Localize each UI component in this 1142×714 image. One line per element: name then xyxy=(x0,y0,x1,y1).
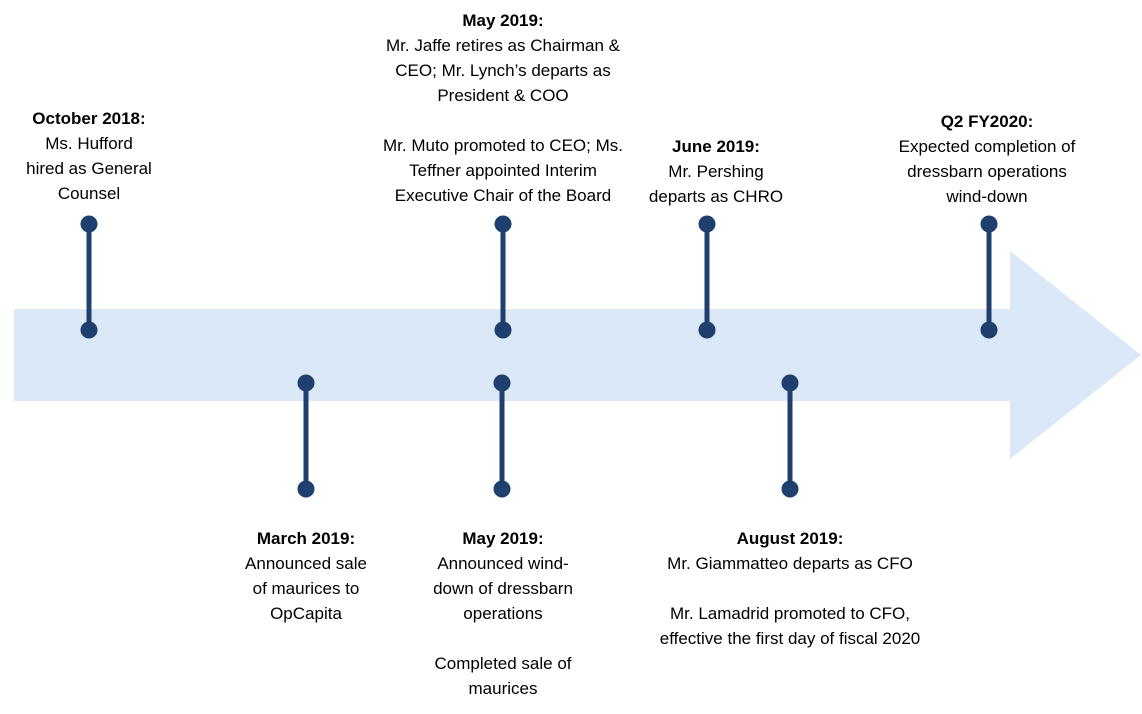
event-text-line: effective the first day of fiscal 2020 xyxy=(659,629,921,648)
event-text-line: Completed sale of xyxy=(434,654,572,673)
timeline-arrow xyxy=(14,251,1141,459)
event-text-line: maurices xyxy=(468,679,538,698)
event-text-line: Counsel xyxy=(57,184,121,203)
marker-q2fy2020 xyxy=(980,215,998,339)
event-text-line: departs as CHRO xyxy=(648,187,784,206)
marker-jun2019 xyxy=(698,215,716,339)
event-date: March 2019: xyxy=(256,529,356,548)
event-text-line: Executive Chair of the Board xyxy=(394,186,612,205)
marker-may2019-bottom xyxy=(493,374,511,498)
event-text-line: Announced wind- xyxy=(437,554,569,573)
event-jun2019: June 2019: Mr. Pershing departs as CHRO xyxy=(628,134,804,209)
event-text-line: CEO; Mr. Lynch’s departs as xyxy=(395,61,611,80)
marker-may2019-top xyxy=(494,215,512,339)
event-date: June 2019: xyxy=(672,137,760,156)
marker-mar2019 xyxy=(297,374,315,498)
event-text-line: dressbarn operations xyxy=(907,162,1067,181)
event-oct2018: October 2018: Ms. Hufford hired as Gener… xyxy=(9,106,169,206)
event-date: August 2019: xyxy=(736,529,844,548)
event-text-line: down of dressbarn xyxy=(433,579,573,598)
marker-oct2018 xyxy=(80,215,98,339)
event-mar2019: March 2019: Announced sale of maurices t… xyxy=(226,526,386,626)
event-aug2019: August 2019: Mr. Giammatteo departs as C… xyxy=(626,526,954,651)
event-text-line: President & COO xyxy=(437,86,569,105)
event-may2019-top: May 2019: Mr. Jaffe retires as Chairman … xyxy=(343,8,663,208)
event-text-line: Announced sale xyxy=(245,554,367,573)
event-text-line: hired as General xyxy=(26,159,152,178)
event-text-line: Expected completion of xyxy=(898,137,1076,156)
event-text-line: Mr. Jaffe retires as Chairman & xyxy=(386,36,620,55)
event-text-line: Mr. Muto promoted to CEO; Ms. xyxy=(383,136,623,155)
event-date: October 2018: xyxy=(32,109,146,128)
event-text-line: Mr. Lamadrid promoted to CFO, xyxy=(670,604,910,623)
event-text-line: of maurices to xyxy=(252,579,360,598)
event-date: Q2 FY2020: xyxy=(940,112,1034,131)
event-date: May 2019: xyxy=(462,11,544,30)
event-q2fy2020: Q2 FY2020: Expected completion of dressb… xyxy=(874,109,1100,209)
event-text-line: Mr. Pershing xyxy=(668,162,764,181)
event-date: May 2019: xyxy=(462,529,544,548)
event-text-line: Ms. Hufford xyxy=(45,134,133,153)
event-may2019-bottom: May 2019: Announced wind- down of dressb… xyxy=(413,526,593,701)
event-text-line: Mr. Giammatteo departs as CFO xyxy=(667,554,913,573)
event-text-line: Teffner appointed Interim xyxy=(409,161,597,180)
marker-aug2019 xyxy=(781,374,799,498)
event-text-line: wind-down xyxy=(946,187,1028,206)
event-text-line: OpCapita xyxy=(270,604,342,623)
event-text-line: operations xyxy=(463,604,543,623)
